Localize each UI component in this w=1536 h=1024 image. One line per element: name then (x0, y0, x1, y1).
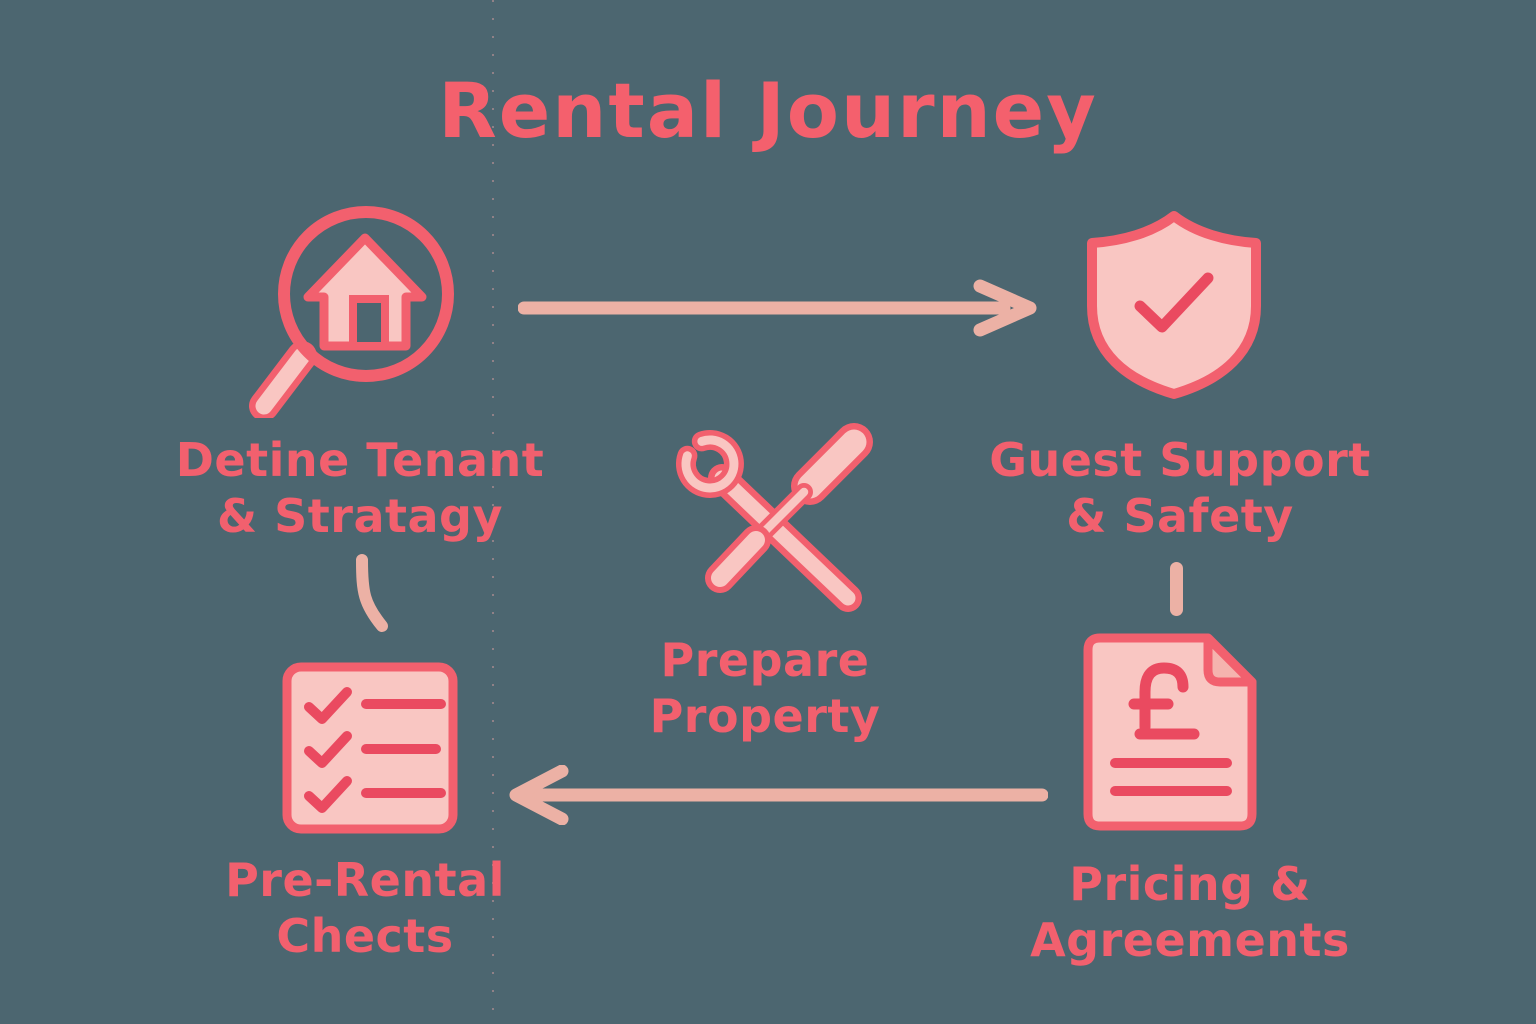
pricing-agreements-label: Pricing & Agreements (970, 856, 1410, 968)
pricing-line2: Agreements (1030, 913, 1350, 968)
prepare-property-line2: Property (649, 689, 881, 744)
arrow-left-icon (509, 765, 1048, 825)
define-tenant-line2: & Stratagy (217, 489, 503, 544)
pre-rental-line1: Pre-Rental (225, 853, 505, 907)
arrow-right-icon (518, 279, 1037, 337)
guest-support-label: Guest Support & Safety (960, 432, 1400, 544)
shield-check-icon (1087, 211, 1261, 399)
page-title: Rental Journey (438, 66, 1098, 155)
define-tenant-line1: Detine Tenant (175, 433, 545, 487)
pound-document-icon (1083, 633, 1257, 831)
define-tenant-label: Detine Tenant & Stratagy (140, 432, 580, 544)
house-search-icon (249, 206, 454, 418)
curved-down-connector (356, 554, 388, 632)
tools-icon (675, 423, 873, 612)
guest-support-line1: Guest Support (989, 433, 1371, 487)
pricing-line1: Pricing & (1069, 857, 1311, 911)
checklist-icon (282, 662, 458, 834)
vertical-dotted-divider (492, 0, 494, 1024)
pre-rental-line2: Chects (276, 909, 454, 964)
prepare-property-line1: Prepare (660, 633, 870, 687)
down-connector-stub (1170, 562, 1183, 616)
pre-rental-checks-label: Pre-Rental Chects (145, 852, 585, 964)
prepare-property-label: Prepare Property (545, 632, 985, 744)
guest-support-line2: & Safety (1066, 489, 1294, 544)
